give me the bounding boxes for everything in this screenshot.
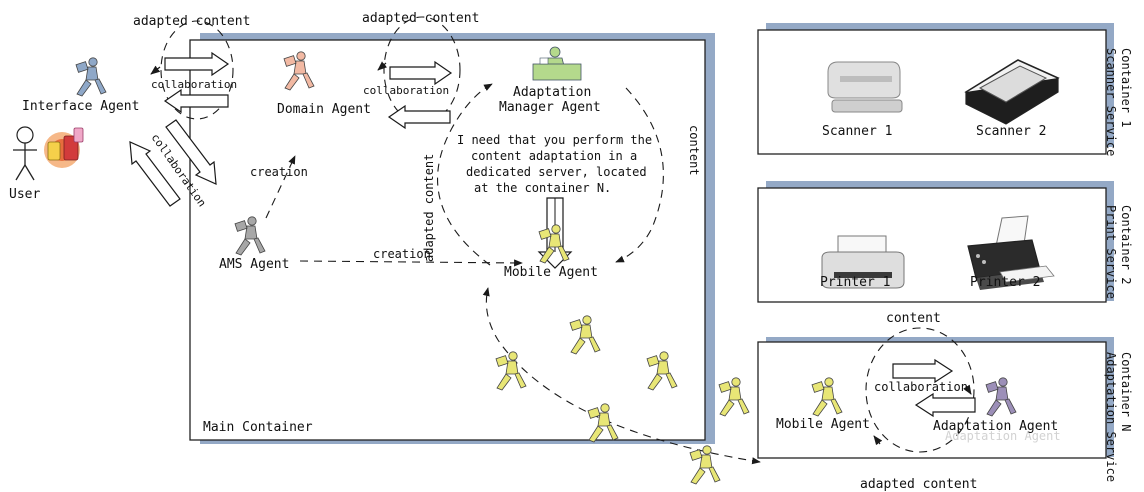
- container-n-service-label: Adaptation Service: [1104, 352, 1118, 482]
- adaptation-agent-label: Adaptation Agent: [933, 419, 1058, 434]
- container-n: Container N Adaptation Service content a…: [757, 311, 1133, 492]
- interface-agent: Interface Agent: [22, 57, 139, 114]
- manager-agent-icon: [532, 46, 582, 81]
- manager-label-line1: Adaptation: [513, 85, 591, 100]
- collaboration-top-left-left-arrow: [163, 88, 229, 114]
- mobile-agent-label: Mobile Agent: [504, 265, 598, 280]
- speech-line-4: at the container N.: [474, 181, 611, 195]
- creation-right-label: creation: [373, 247, 431, 261]
- domain-agent-label: Domain Agent: [277, 102, 371, 117]
- interface-agent-label: Interface Agent: [22, 99, 139, 114]
- content-vertical-arc: [615, 87, 664, 263]
- user-icon: [13, 126, 37, 181]
- content-vertical-label: content: [687, 125, 701, 176]
- user-label: User: [9, 187, 40, 202]
- adapted-content-left-label: adapted content: [133, 14, 250, 29]
- printer-1-label: Printer 1: [820, 275, 890, 290]
- adapted-content-left-arrowhead: [150, 65, 161, 75]
- container-2-service-label: Print Service: [1104, 205, 1118, 299]
- container-n-loop: [865, 327, 975, 453]
- speech-line-3: dedicated server, located: [466, 165, 647, 179]
- container-2: Printer 1 Printer 2 Container 2 Print Se…: [757, 181, 1133, 303]
- collaboration-top-mid-label: collaboration: [363, 84, 449, 97]
- collaboration-right-arrow: [892, 358, 954, 384]
- migrating-agent-icon: [689, 445, 721, 485]
- scanner-2-icon: [964, 59, 1060, 125]
- collaboration-diagonal-up-arrow: [129, 141, 181, 207]
- scanner-1-label: Scanner 1: [822, 124, 892, 139]
- user: User: [9, 126, 84, 202]
- container-1-label: Container 1: [1119, 48, 1133, 127]
- creation-right-arrow: [299, 259, 523, 267]
- main-container-box: [189, 39, 706, 441]
- printer-2-label: Printer 2: [970, 275, 1040, 290]
- adapted-content-vertical-arc: [437, 83, 493, 266]
- printer-1-icon: [821, 235, 905, 289]
- collaboration-top-mid-right-arrow: [389, 60, 453, 86]
- container-2-label: Container 2: [1119, 205, 1133, 284]
- container-1-service-label: Scanner Service: [1104, 48, 1118, 156]
- container-n-adapted-content-label: adapted content: [860, 477, 977, 492]
- adaptation-agent-ghost-label: Adaptation Agent: [945, 429, 1061, 443]
- ams-agent-label: AMS Agent: [219, 257, 289, 272]
- container-n-content-label: content: [886, 311, 941, 326]
- creation-up-arrow: [265, 155, 296, 219]
- container-2-box: [757, 187, 1107, 303]
- speech-line-1: I need that you perform the: [457, 133, 652, 147]
- adapted-content-arrowhead: [873, 435, 883, 446]
- container-n-label: Container N: [1119, 352, 1133, 431]
- mobile-devices-icon: [44, 127, 84, 168]
- mobile-agent-n-label: Mobile Agent: [776, 417, 870, 432]
- printer-2-icon: [967, 215, 1055, 290]
- adapted-content-vertical-label: adapted content: [422, 154, 436, 262]
- main-container-label: Main Container: [203, 420, 313, 435]
- scanner-1-icon: [827, 61, 903, 113]
- speech-line-2: content adaptation in a: [471, 149, 637, 163]
- content-arrowhead: [963, 384, 972, 395]
- manager-label-line2: Manager Agent: [499, 100, 601, 115]
- adapted-content-mid-label: adapted content: [362, 11, 479, 26]
- collaboration-top-mid-left-arrow: [387, 104, 451, 130]
- container-1: Scanner 1 Scanner 2 Container 1 Scanner …: [757, 23, 1133, 156]
- collaboration-diagonal-down-arrow: [165, 119, 217, 185]
- main-container: Main Container: [189, 33, 715, 444]
- collaboration-top-left-label: collaboration: [151, 78, 237, 91]
- migrating-agent-icon: [718, 377, 750, 417]
- container-n-collaboration-label: collaboration: [874, 380, 968, 394]
- adapted-content-mid-arrowhead: [377, 61, 388, 71]
- scanner-2-label: Scanner 2: [976, 124, 1046, 139]
- migration-path-arrow: [482, 287, 761, 465]
- collaboration-left-arrow: [914, 392, 976, 418]
- interface-agent-icon: [75, 57, 107, 97]
- creation-up-label: creation: [250, 165, 308, 179]
- interface-domain-loop: [160, 20, 234, 120]
- collaboration-top-left-right-arrow: [164, 51, 230, 77]
